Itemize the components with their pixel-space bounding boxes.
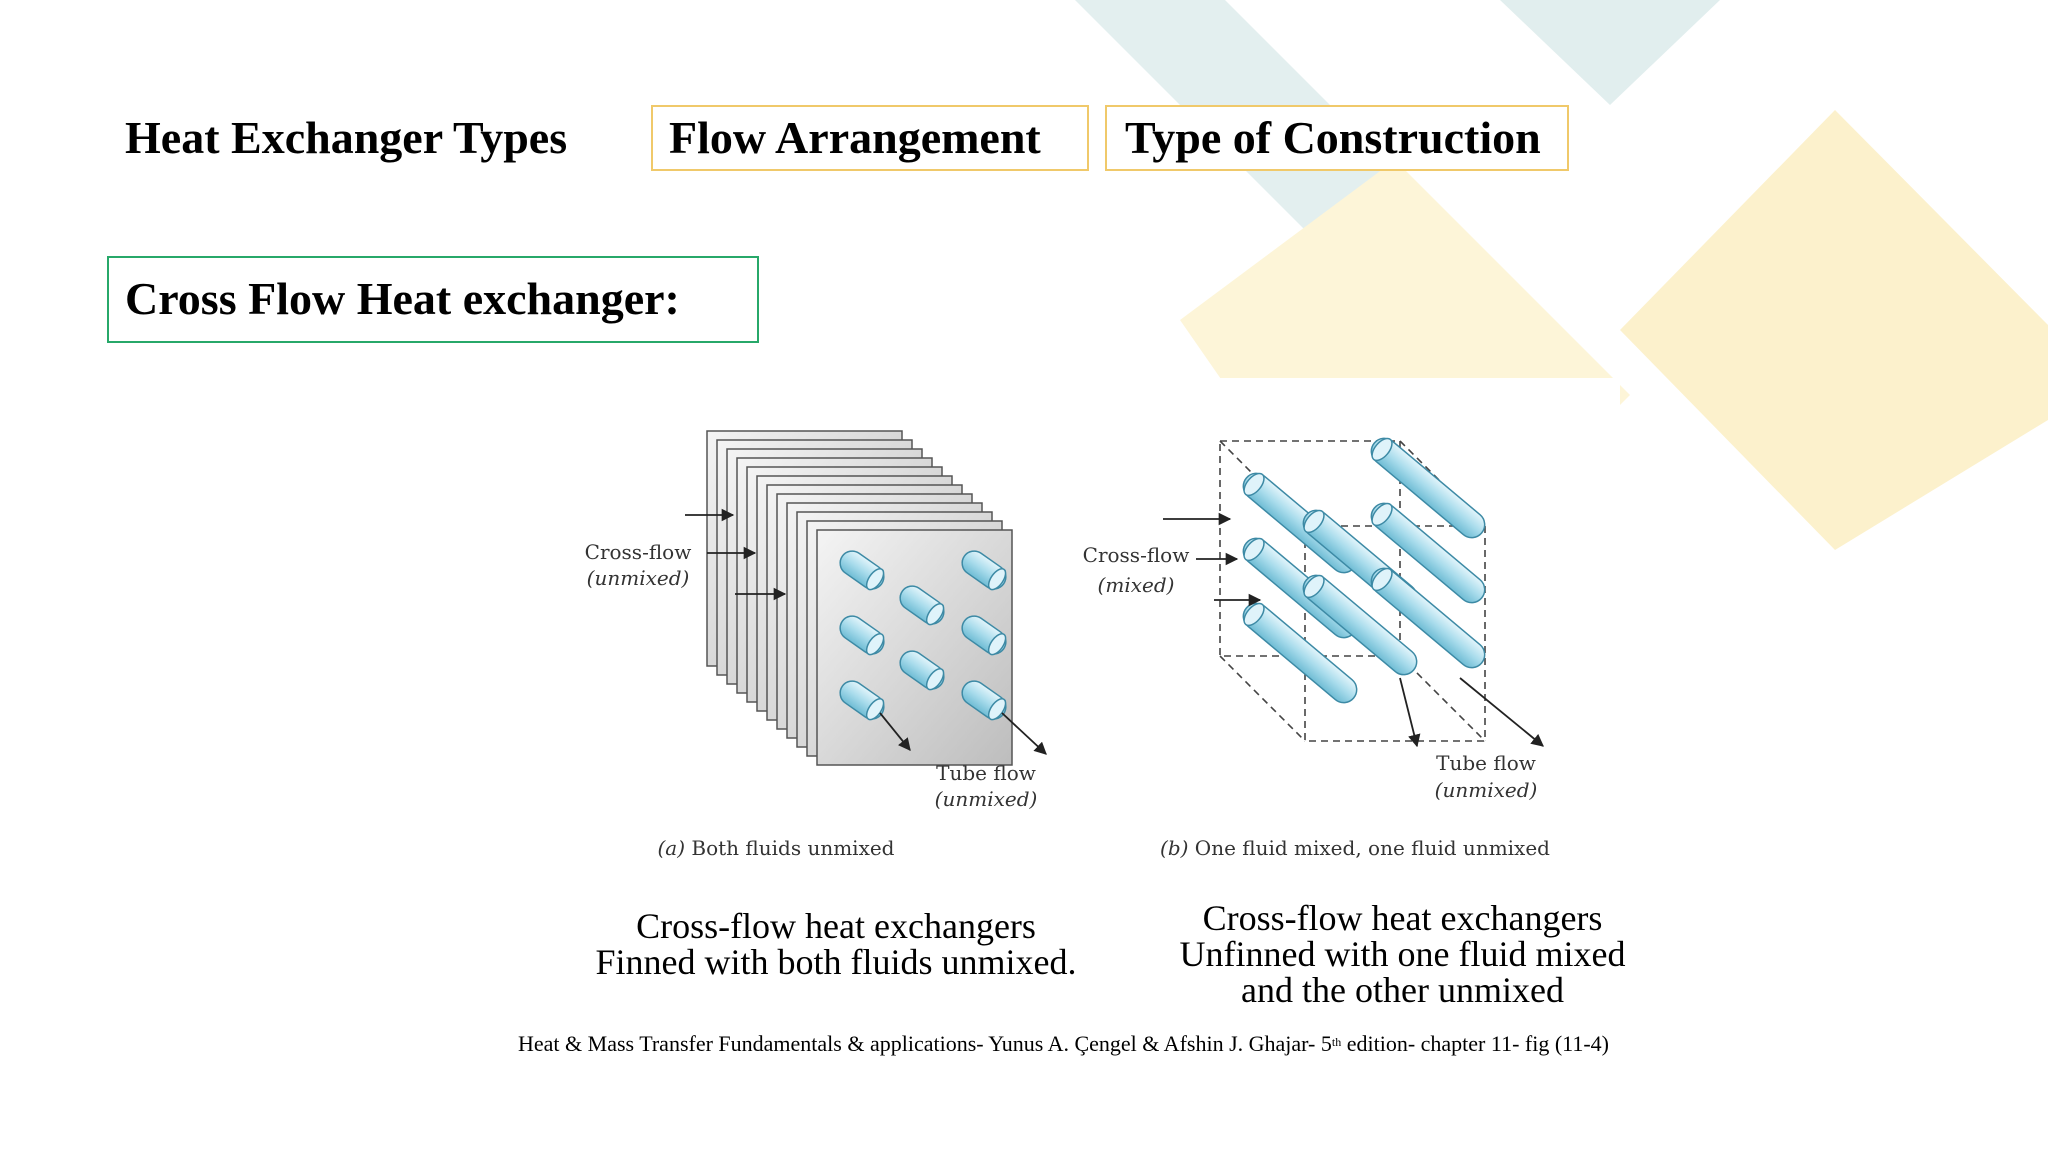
- caption-finned-both-unmixed: Cross-flow heat exchangers Finned with b…: [556, 908, 1116, 980]
- a-crossflow-note: (unmixed): [587, 566, 690, 590]
- flow-arrows-b: [1163, 512, 1544, 748]
- crossflow-figure: Cross-flow (unmixed) Tube flow (unmixed)…: [585, 430, 1550, 860]
- caption-a-line-1: Cross-flow heat exchangers: [636, 906, 1036, 946]
- flow-arrows-a: [685, 508, 1047, 755]
- page-title: Heat Exchanger Types: [125, 112, 568, 163]
- deco-yellow-diamond-right: [1620, 110, 2048, 550]
- b-caption: (b) One fluid mixed, one fluid unmixed: [1160, 836, 1550, 860]
- reference-citation: Heat & Mass Transfer Fundamentals & appl…: [518, 1031, 1609, 1057]
- reference-superscript: th: [1331, 1035, 1342, 1049]
- a-crossflow-label: Cross-flow: [585, 540, 692, 564]
- a-tube-note: (unmixed): [935, 787, 1038, 811]
- tab-type-of-construction[interactable]: Type of Construction: [1105, 105, 1569, 171]
- tubes-b: [1242, 437, 1486, 704]
- b-tube-label: Tube flow: [1436, 751, 1536, 775]
- a-tube-label: Tube flow: [936, 761, 1036, 785]
- caption-b-line-3: and the other unmixed: [1241, 970, 1564, 1010]
- caption-a-line-2: Finned with both fluids unmixed.: [595, 942, 1077, 982]
- caption-b-line-1: Cross-flow heat exchangers: [1202, 898, 1603, 938]
- deco-teal-triangle: [1500, 0, 1720, 105]
- b-crossflow-note: (mixed): [1098, 573, 1175, 597]
- tube-ends: [839, 550, 1007, 721]
- a-caption: (a) Both fluids unmixed: [658, 836, 895, 860]
- caption-unfinned-one-mixed: Cross-flow heat exchangers Unfinned with…: [1140, 900, 1665, 1008]
- figure-a-diagram: Cross-flow (unmixed) Tube flow (unmixed)…: [585, 430, 1047, 860]
- reference-text: Heat & Mass Transfer Fundamentals & appl…: [518, 1031, 1332, 1056]
- reference-text-end: edition- chapter 11- fig (11-4): [1341, 1031, 1609, 1056]
- b-crossflow-label: Cross-flow: [1083, 543, 1190, 567]
- tab-flow-arrangement[interactable]: Flow Arrangement: [651, 105, 1089, 171]
- figure-b-diagram: Cross-flow (mixed) Tube flow (unmixed) (…: [1083, 437, 1550, 860]
- section-title: Cross Flow Heat exchanger:: [107, 256, 759, 343]
- caption-b-line-2: Unfinned with one fluid mixed: [1179, 934, 1626, 974]
- fin-plates: [706, 430, 1013, 766]
- b-tube-note: (unmixed): [1435, 778, 1538, 802]
